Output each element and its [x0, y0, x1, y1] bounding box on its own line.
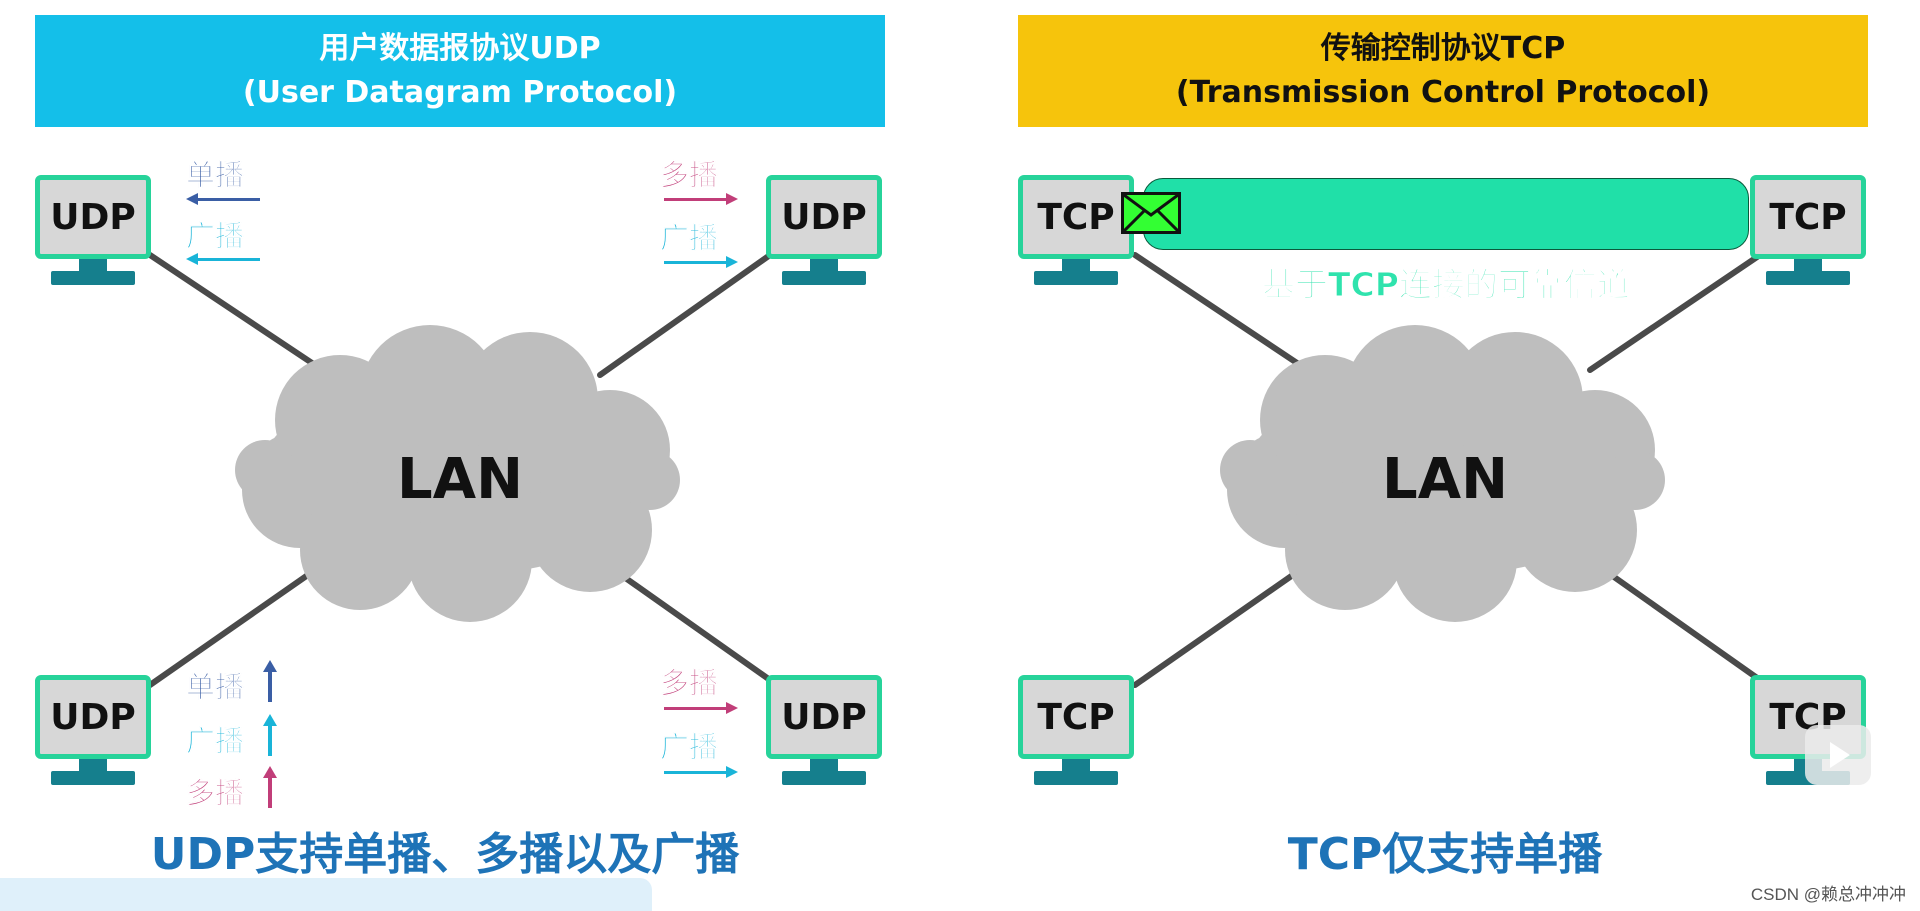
- monitor-icon: UDP: [35, 675, 151, 759]
- tcp-link-top-right: [1587, 252, 1763, 373]
- udp-host-bottom-left: UDP: [35, 675, 151, 793]
- udp-host-bottom-right: UDP: [766, 675, 882, 793]
- envelope-icon: [1121, 192, 1181, 234]
- tcp-header: 传输控制协议TCP (Transmission Control Protocol…: [1018, 15, 1868, 127]
- tcp-host-top-left: TCP: [1018, 175, 1134, 293]
- monitor-icon: TCP: [1018, 175, 1134, 259]
- udp-tag-multicast: 多播: [660, 158, 719, 193]
- udp-link-bottom-right: [597, 557, 773, 683]
- udp-link-top-right: [597, 252, 773, 378]
- udp-tag-broadcast: 广播: [660, 730, 719, 765]
- host-label: TCP: [1037, 696, 1115, 738]
- udp-tag-multicast: 多播: [186, 776, 245, 811]
- udp-tag-multicast: 多播: [660, 666, 719, 701]
- host-label: TCP: [1037, 196, 1115, 238]
- udp-host-top-left: UDP: [35, 175, 151, 293]
- arrow-up-icon: [263, 714, 277, 756]
- host-label: UDP: [781, 696, 867, 738]
- highlight-stroke: [0, 878, 652, 911]
- udp-tag-broadcast: 广播: [186, 724, 245, 759]
- arrow-up-icon: [263, 660, 277, 702]
- tcp-lan-label: LAN: [1382, 447, 1508, 512]
- udp-header-subtitle: (User Datagram Protocol): [242, 75, 678, 110]
- udp-lan-cloud-icon: [235, 325, 680, 622]
- udp-link-bottom-left: [147, 567, 318, 688]
- tcp-header-title: 传输控制协议TCP: [1320, 31, 1566, 66]
- udp-tag-unicast: 单播: [186, 670, 245, 705]
- udp-tag-broadcast: 广播: [186, 219, 245, 254]
- udp-header-title: 用户数据报协议UDP: [319, 31, 601, 66]
- host-label: UDP: [781, 196, 867, 238]
- host-label: UDP: [50, 696, 136, 738]
- host-label: UDP: [50, 196, 136, 238]
- tcp-host-top-right: TCP: [1750, 175, 1866, 293]
- tcp-lan-cloud-icon: [1220, 325, 1665, 622]
- udp-tag-unicast: 单播: [186, 158, 245, 193]
- play-icon[interactable]: [1805, 725, 1871, 785]
- tcp-reliable-channel: [1143, 178, 1749, 250]
- udp-caption: UDP支持单播、多播以及广播: [150, 829, 740, 880]
- cloud-icon: [235, 325, 1665, 622]
- arrow-left-icon: [186, 253, 260, 265]
- udp-header: 用户数据报协议UDP (User Datagram Protocol): [35, 15, 885, 127]
- monitor-icon: UDP: [766, 675, 882, 759]
- arrow-up-icon: [263, 766, 277, 808]
- udp-lan-label: LAN: [397, 447, 523, 512]
- arrow-right-icon: [664, 193, 738, 205]
- watermark: CSDN @赖总冲冲冲: [1750, 885, 1906, 904]
- arrow-right-icon: [664, 766, 738, 778]
- tcp-header-subtitle: (Transmission Control Protocol): [1175, 75, 1711, 110]
- tcp-link-bottom-left: [1132, 567, 1303, 688]
- tcp-host-bottom-left: TCP: [1018, 675, 1134, 793]
- tcp-link-bottom-right: [1587, 557, 1763, 683]
- arrow-right-icon: [664, 256, 738, 268]
- arrow-left-icon: [186, 193, 260, 205]
- monitor-icon: UDP: [766, 175, 882, 259]
- udp-tag-broadcast: 广播: [660, 221, 719, 256]
- udp-host-top-right: UDP: [766, 175, 882, 293]
- tcp-caption: TCP仅支持单播: [1287, 829, 1603, 880]
- monitor-icon: UDP: [35, 175, 151, 259]
- tcp-channel-label: 基于TCP连接的可靠信道: [1262, 265, 1631, 305]
- host-label: TCP: [1769, 196, 1847, 238]
- monitor-icon: TCP: [1750, 175, 1866, 259]
- arrow-right-icon: [664, 702, 738, 714]
- monitor-icon: TCP: [1018, 675, 1134, 759]
